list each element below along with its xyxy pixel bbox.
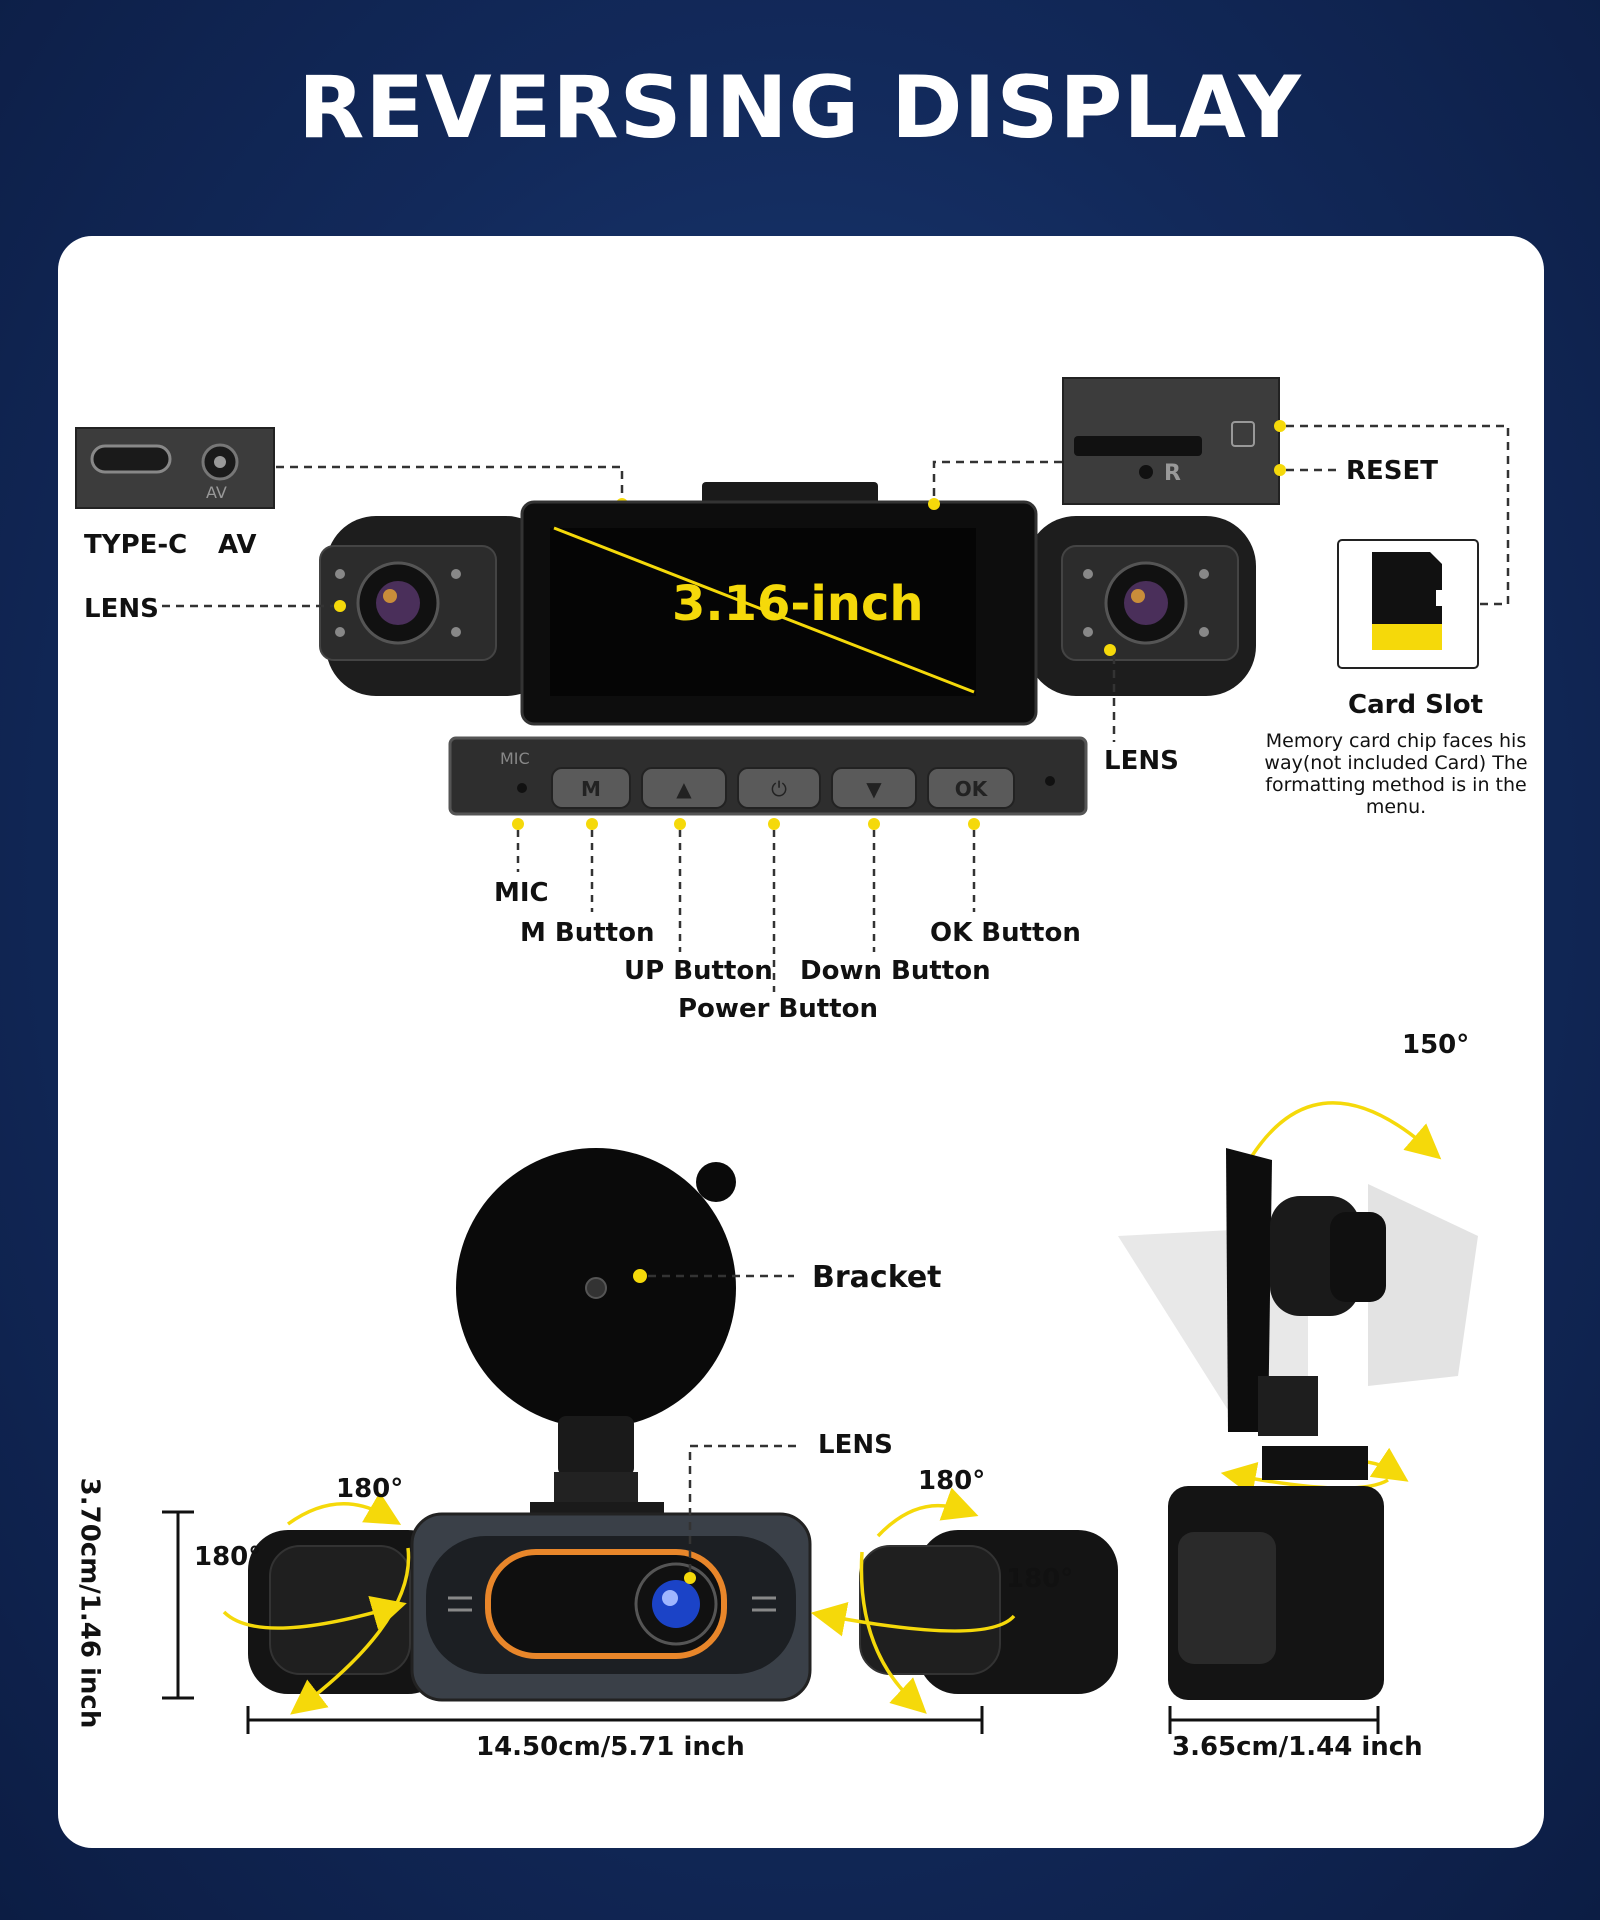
lens-bottom-label: LENS <box>818 1430 893 1460</box>
bracket-label: Bracket <box>812 1260 942 1295</box>
product-panel: AV <box>58 236 1544 1848</box>
display-screen <box>550 528 976 696</box>
diagram-canvas: AV <box>75 377 1510 1734</box>
dashcam-rear-view <box>248 1512 1118 1702</box>
down-key <box>831 767 917 809</box>
svg-text:M: M <box>581 777 601 801</box>
depth-dimension-label: 3.65cm/1.44 inch <box>1172 1732 1423 1762</box>
type-c-port-icon <box>90 444 172 474</box>
up-key <box>641 767 727 809</box>
lens-right-label: LENS <box>1104 746 1179 776</box>
rotation-right-top-label: 180° <box>918 1466 986 1496</box>
height-dimension-label: 3.70cm/1.46 inch <box>74 1477 105 1729</box>
card-slot-inset: R <box>1062 377 1280 505</box>
rotation-left-side-label: 180° <box>194 1542 262 1572</box>
m-key <box>551 767 631 809</box>
card-slot-note: Memory card chip faces his way(not inclu… <box>1264 730 1528 818</box>
svg-text:▲: ▲ <box>676 777 692 801</box>
av-port-text: AV <box>206 483 227 502</box>
ports-inset: AV <box>75 427 275 509</box>
reset-label: RESET <box>1346 456 1439 486</box>
dimension-lines <box>162 1510 1380 1734</box>
av-label: AV <box>218 530 257 560</box>
ok-button-label: OK Button <box>930 918 1081 948</box>
screen-size-label: 3.16-inch <box>672 576 924 632</box>
dashcam-side-view <box>1118 1148 1478 1700</box>
card-slot-title: Card Slot <box>1348 690 1484 720</box>
svg-text:OK: OK <box>955 777 989 801</box>
m-button-label: M Button <box>520 918 655 948</box>
mic-mark: MIC <box>500 749 530 768</box>
page-title: REVERSING DISPLAY <box>298 58 1302 158</box>
lens-left-label: LENS <box>84 594 159 624</box>
card-slot-icon <box>1074 436 1202 456</box>
rotation-left-top-label: 180° <box>336 1474 404 1504</box>
sd-mark-icon <box>1231 421 1255 447</box>
power-button-label: Power Button <box>678 994 879 1024</box>
svg-text:⏻: ⏻ <box>771 777 787 801</box>
suction-mount <box>456 1148 736 1526</box>
reset-mark: R <box>1164 461 1181 486</box>
power-key <box>737 767 821 809</box>
button-leaders <box>516 830 976 992</box>
ok-key <box>927 767 1015 809</box>
svg-text:▼: ▼ <box>866 777 882 801</box>
leader-line <box>276 465 624 504</box>
sd-card-icon <box>1337 539 1479 669</box>
up-button-label: UP Button <box>624 956 773 986</box>
type-c-label: TYPE-C <box>84 530 188 560</box>
dashcam-front-view <box>319 482 1256 726</box>
rotation-right-side-label: 180° <box>1006 1564 1074 1594</box>
button-panel: MIC M ▲ ⏻ ▼ OK <box>448 736 1088 816</box>
button-markers <box>512 818 980 830</box>
mic-label: MIC <box>494 878 549 908</box>
width-dimension-label: 14.50cm/5.71 inch <box>476 1732 745 1762</box>
rotation-mount-label: 150° <box>1402 1030 1470 1060</box>
down-button-label: Down Button <box>800 956 991 986</box>
